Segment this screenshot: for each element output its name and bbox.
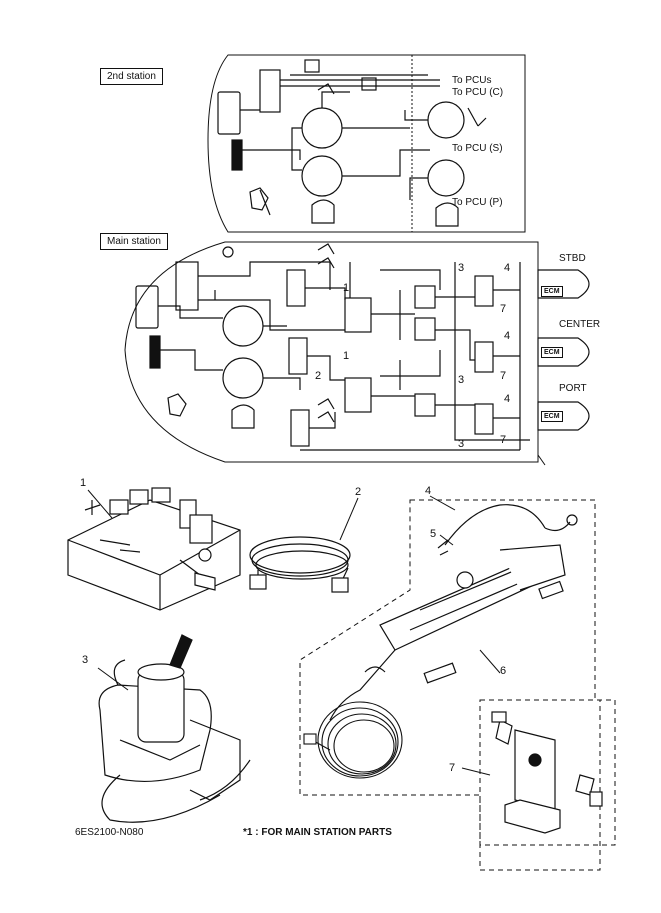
- callout-1-lower: 1: [343, 350, 350, 362]
- callout-1-part: 1: [80, 477, 87, 489]
- to-pcu-s-label: To PCU (S): [452, 143, 503, 154]
- to-pcu-c-label: To PCU (C): [452, 87, 504, 98]
- engine-center-label: CENTER: [559, 319, 601, 330]
- ecm-stbd: ECM: [541, 286, 563, 297]
- main-station-outline: [124, 241, 546, 466]
- callout-4-part: 4: [425, 485, 432, 497]
- engine-port-label: PORT: [559, 383, 587, 394]
- main-station-wiring: [135, 243, 530, 451]
- main-station-label: Main station: [100, 233, 168, 250]
- second-station-wiring: [217, 59, 487, 227]
- callout-7-center: 7: [500, 370, 507, 382]
- part-1-junction-box: [67, 487, 241, 611]
- second-station-outline: [207, 54, 526, 233]
- callout-4-stbd: 4: [504, 262, 511, 274]
- callout-3-part: 3: [82, 654, 89, 666]
- callout-7-part: 7: [449, 762, 456, 774]
- callout-3-port: 3: [458, 438, 465, 450]
- part-4-5-sensor-cable: [429, 495, 578, 556]
- callout-2-diagram: 2: [315, 370, 322, 382]
- to-pcus-label: To PCUs: [452, 75, 492, 86]
- ecm-center: ECM: [541, 347, 563, 358]
- part-6-cylinder: [329, 544, 566, 721]
- dashed-group-box: [299, 499, 616, 871]
- callout-7-port: 7: [500, 434, 507, 446]
- engine-stbd-label: STBD: [559, 253, 586, 264]
- part-6-hose-coil: [303, 649, 501, 779]
- figure-code: 6ES2100-N080: [75, 827, 144, 838]
- callout-1-upper: 1: [343, 282, 350, 294]
- part-3-pump-motor: [97, 634, 251, 823]
- ecm-port: ECM: [541, 411, 563, 422]
- part-7-bracket: [461, 711, 603, 834]
- callout-4-port: 4: [504, 393, 511, 405]
- callout-6-part: 6: [500, 665, 507, 677]
- part-2-harness: [249, 497, 359, 593]
- callout-7-stbd: 7: [500, 303, 507, 315]
- footnote: *1 : FOR MAIN STATION PARTS: [243, 827, 392, 838]
- callout-2-part: 2: [355, 486, 362, 498]
- callout-4-center: 4: [504, 330, 511, 342]
- callout-5-part: 5: [430, 528, 437, 540]
- callout-3-center: 3: [458, 374, 465, 386]
- callout-3-stbd: 3: [458, 262, 465, 274]
- second-station-label: 2nd station: [100, 68, 163, 85]
- to-pcu-p-label: To PCU (P): [452, 197, 503, 208]
